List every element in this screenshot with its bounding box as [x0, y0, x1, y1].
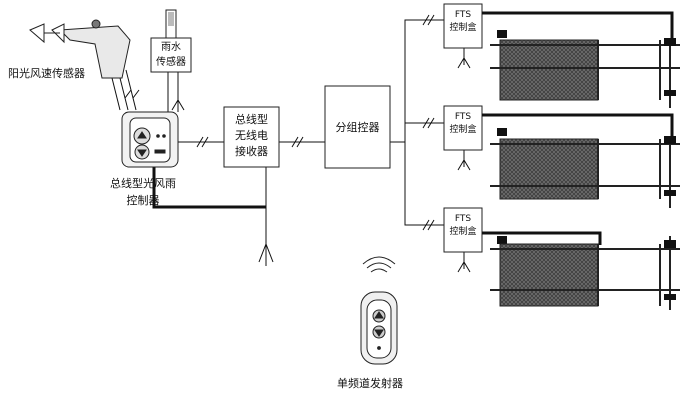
bus-controller-label-line-1: 总线型光风雨 — [110, 177, 176, 190]
bus-receiver-label-line-1: 总线型 — [235, 113, 268, 126]
bus-controller-icon — [121, 111, 179, 168]
fts-box-3-label-line-2: 控制盒 — [449, 227, 477, 237]
fts-box-1-label-line-1: FTS — [454, 10, 472, 20]
rain-sensor-label: 雨水 传感器 — [151, 40, 191, 70]
blind-unit-1 — [482, 11, 680, 108]
sun-wind-sensor-icon — [29, 19, 131, 79]
bus-receiver-label-line-2: 无线电 — [235, 129, 268, 142]
fts-box-1-label-line-2: 控制盒 — [449, 23, 477, 33]
fts-box-1 — [443, 3, 483, 49]
bus-receiver-label-line-3: 接收器 — [235, 145, 268, 158]
fts-box-1-label: FTS 控制盒 — [444, 9, 482, 35]
fts-box-3 — [443, 207, 483, 253]
transmitter-label: 单频道发射器 — [337, 377, 403, 390]
blind-unit-2 — [482, 113, 680, 208]
fts-box-2-label: FTS 控制盒 — [444, 111, 482, 137]
fts-box-2-label-line-2: 控制盒 — [449, 125, 477, 135]
sun-wind-sensor-label: 阳光风速传感器 — [8, 67, 85, 80]
fts-box-3-label-line-1: FTS — [454, 214, 472, 224]
bus-receiver-label: 总线型 无线电 接收器 — [224, 112, 279, 160]
bus-receiver-box — [223, 106, 280, 168]
bus-controller-label-line-2: 控制器 — [126, 194, 160, 207]
cable-marks — [124, 14, 435, 231]
rain-sensor-label-line-1: 雨水 — [161, 42, 181, 53]
fts-box-3-label: FTS 控制盒 — [444, 213, 482, 239]
fts-box-2 — [443, 105, 483, 151]
bus-controller-label: 总线型光风雨 控制器 — [84, 175, 202, 209]
blind-unit-3 — [482, 231, 680, 310]
remote-transmitter-icon — [360, 256, 398, 365]
fts-box-2-label-line-1: FTS — [454, 112, 472, 122]
rain-sensor-label-line-2: 传感器 — [156, 57, 186, 68]
group-controller-label: 分组控器 — [335, 121, 380, 134]
group-controller-box — [324, 85, 391, 169]
rain-sensor-icon — [150, 9, 192, 73]
wiring — [109, 19, 471, 273]
